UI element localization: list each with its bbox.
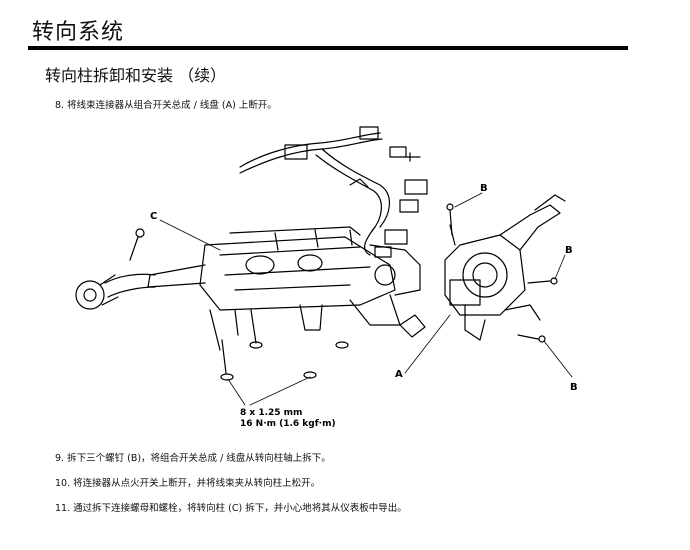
step-8: 8. 将线束连接器从组合开关总成 / 线盘 (A) 上断开。 [55, 97, 277, 111]
step-text: 通过拆下连接螺母和螺栓，将转向柱 (C) 拆下，并小心地将其从仪表板中导出。 [73, 503, 407, 514]
step-number: 10. [55, 478, 71, 489]
step-9: 9. 拆下三个螺钉 (B)，将组合开关总成 / 线盘从转向柱轴上拆下。 [55, 450, 331, 464]
step-number: 8. [55, 100, 65, 111]
label-b-bottom: B [570, 382, 578, 393]
step-number: 9. [55, 453, 65, 464]
steering-column-diagram: C B B B A 8 x 1.25 mm 16 N·m (1.6 kgf·m) [75, 126, 578, 429]
combination-switch [444, 194, 566, 341]
steering-column [75, 226, 426, 351]
step-text: 将连接器从点火开关上断开，并将线束夹从转向柱上松开。 [73, 478, 321, 489]
mounting-bolts [129, 228, 349, 381]
step-text: 将线束连接器从组合开关总成 / 线盘 (A) 上断开。 [67, 100, 277, 111]
label-a: A [395, 369, 403, 380]
bolt-spec-torque: 16 N·m (1.6 kgf·m) [240, 419, 336, 429]
title-rule [28, 46, 628, 50]
switch-screws [446, 203, 558, 343]
step-text: 拆下三个螺钉 (B)，将组合开关总成 / 线盘从转向柱轴上拆下。 [67, 453, 331, 464]
leader-lines [159, 192, 573, 406]
section-title: 转向柱拆卸和安装 （续） [45, 66, 227, 85]
page-title: 转向系统 [32, 20, 125, 45]
step-10: 10. 将连接器从点火开关上断开，并将线束夹从转向柱上松开。 [55, 475, 320, 489]
bolt-spec-size: 8 x 1.25 mm [240, 408, 302, 418]
label-b-right: B [565, 245, 573, 256]
step-11: 11. 通过拆下连接螺母和螺栓，将转向柱 (C) 拆下，并小心地将其从仪表板中导… [55, 500, 407, 514]
label-b-top: B [480, 183, 488, 194]
label-c: C [150, 211, 157, 222]
step-number: 11. [55, 503, 71, 514]
